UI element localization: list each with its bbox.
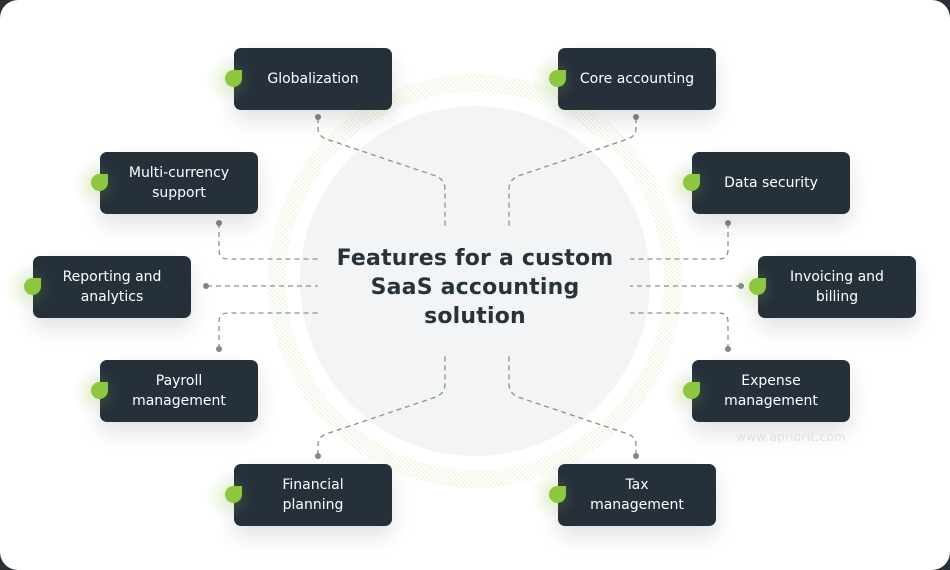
leaf-icon — [24, 278, 41, 295]
leaf-icon — [91, 174, 108, 191]
node-label: management — [724, 393, 818, 409]
title-line: solution — [424, 304, 526, 329]
node-label: Core accounting — [579, 71, 695, 87]
node-label: billing — [815, 289, 859, 305]
node-expense: Expense management — [662, 360, 850, 422]
node-label: Multi-currency — [128, 165, 230, 181]
leaf-icon — [225, 70, 242, 87]
node-tax: Tax management — [528, 464, 716, 526]
leaf-icon — [683, 382, 700, 399]
leaf-icon — [549, 70, 566, 87]
leaf-icon — [91, 382, 108, 399]
node-label: Financial — [282, 477, 344, 493]
connector-multi-currency — [218, 223, 318, 260]
node-label: Data security — [724, 175, 818, 191]
leaf-icon — [749, 278, 766, 295]
connector-dot — [725, 346, 731, 352]
diagram-title: Features for a custom SaaS accounting so… — [318, 244, 632, 331]
center-circle — [300, 106, 650, 456]
connector-dot — [633, 453, 639, 459]
node-payroll: Payroll management — [70, 360, 258, 422]
connector-dot — [725, 220, 731, 226]
watermark: www.apriorit.com — [736, 430, 846, 444]
node-invoicing: Invoicing and billing — [728, 256, 916, 318]
node-label: management — [590, 497, 684, 513]
node-core-accounting: Core accounting — [528, 48, 716, 110]
node-label: planning — [282, 497, 344, 513]
node-multi-currency: Multi-currency support — [70, 152, 258, 214]
node-label: management — [132, 393, 226, 409]
connector-dot — [633, 114, 639, 120]
node-label: Reporting and — [62, 269, 162, 285]
leaf-icon — [225, 486, 242, 503]
connector-core-accounting — [508, 118, 637, 226]
node-label: Invoicing and — [790, 269, 884, 285]
node-reporting: Reporting and analytics — [3, 256, 191, 318]
connector-expense — [630, 312, 729, 349]
connector-dot — [315, 453, 321, 459]
connector-tax — [508, 353, 637, 455]
node-data-security: Data security — [662, 152, 850, 214]
connector-payroll — [218, 312, 318, 349]
node-label: Payroll — [155, 373, 203, 389]
connector-dot — [216, 346, 222, 352]
leaf-icon — [683, 174, 700, 191]
title-line: SaaS accounting — [370, 275, 580, 300]
node-label: Globalization — [267, 71, 359, 87]
connector-dot — [203, 283, 209, 289]
leaf-icon — [549, 486, 566, 503]
node-globalization: Globalization — [204, 48, 392, 110]
connector-dot — [738, 283, 744, 289]
node-financial-planning: Financial planning — [204, 464, 392, 526]
node-label: analytics — [80, 289, 144, 305]
connector-data-security — [630, 223, 729, 260]
title-line: Features for a custom — [336, 246, 614, 271]
node-label: Tax — [625, 477, 649, 493]
connector-dot — [315, 114, 321, 120]
connector-financial-planning — [317, 353, 446, 455]
node-label: Expense — [741, 373, 801, 389]
connector-dot — [216, 220, 222, 226]
connector-globalization — [317, 118, 446, 226]
node-label: support — [152, 185, 206, 201]
